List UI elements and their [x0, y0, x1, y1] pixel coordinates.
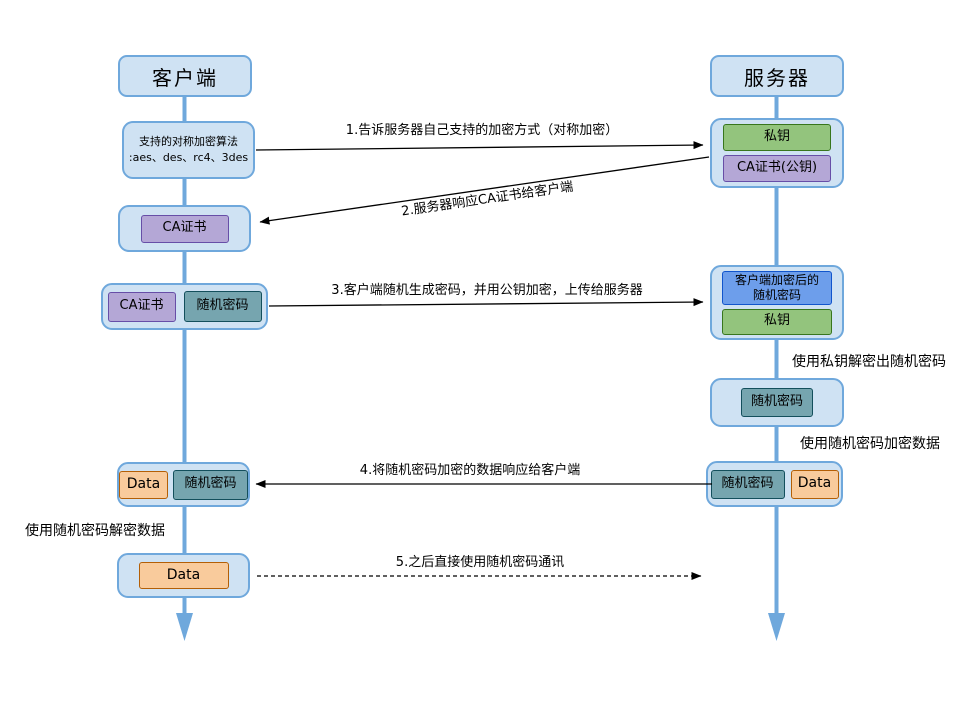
server-send-data-label: Data — [797, 475, 832, 492]
client-data-label: Data — [166, 566, 201, 583]
client-recv-pwd-chip: 随机密码 — [173, 469, 248, 500]
server-send-box: 随机密码 Data — [706, 461, 843, 507]
arrow-step1-label: 1.告诉服务器自己支持的加密方式（对称加密） — [345, 123, 619, 138]
arrow-step3-label: 3.客户端随机生成密码，并用公钥加密，上传给服务器 — [331, 283, 643, 298]
client-recv-data-label: Data — [126, 475, 161, 492]
client-data-chip: Data — [138, 562, 229, 589]
server-send-pwd-chip: 随机密码 — [710, 469, 785, 499]
server-pwd-label: 随机密码 — [750, 394, 803, 410]
arrow-step5-label: 5.之后直接使用随机密码通讯 — [395, 555, 565, 570]
client-ca-box: CA证书 — [118, 205, 251, 252]
client-lifeline-arrowhead-icon — [176, 613, 193, 641]
client-keys-ca-label: CA证书 — [119, 298, 164, 314]
server-ca-pub-label: CA证书(公钥) — [736, 160, 818, 176]
client-header: 客户端 — [118, 55, 252, 97]
client-keys-ca-chip: CA证书 — [107, 291, 176, 322]
server-recv-private-key-label: 私钥 — [763, 313, 790, 329]
server-note-encrypt: 使用随机密码加密数据 — [800, 436, 940, 452]
client-keys-pwd-chip: 随机密码 — [183, 291, 262, 322]
client-recv-data-chip: Data — [119, 470, 168, 499]
server-encrypted-pwd-chip: 客户端加密后的 随机密码 — [722, 270, 832, 305]
server-title: 服务器 — [744, 65, 810, 90]
client-algo-line2: :aes、des、rc4、3des — [128, 151, 249, 164]
client-ca-label: CA证书 — [162, 220, 207, 236]
client-keys-pwd-label: 随机密码 — [196, 298, 249, 314]
server-note-decrypt: 使用私钥解密出随机密码 — [792, 354, 946, 370]
arrow-step1 — [255, 141, 704, 151]
server-recv-private-key-chip: 私钥 — [722, 308, 832, 335]
client-ca-chip: CA证书 — [140, 214, 229, 243]
arrow-step2-label: 2.服务器响应CA证书给客户端 — [400, 179, 575, 220]
server-encrypted-line2: 随机密码 — [752, 287, 801, 302]
client-note-decrypt: 使用随机密码解密数据 — [25, 523, 165, 539]
client-algo-text: 支持的对称加密算法 :aes、des、rc4、3des — [129, 134, 248, 166]
server-lifeline-arrowhead-icon — [768, 613, 785, 641]
server-encrypted-line1: 客户端加密后的 — [734, 272, 819, 287]
arrow-step3 — [268, 298, 704, 307]
server-send-pwd-label: 随机密码 — [721, 475, 774, 491]
server-private-key-label: 私钥 — [763, 129, 790, 145]
server-send-data-chip: Data — [790, 469, 839, 499]
client-algo-box: 支持的对称加密算法 :aes、des、rc4、3des — [122, 121, 255, 179]
server-header: 服务器 — [710, 55, 844, 97]
server-keys-box: 私钥 CA证书(公钥) — [710, 118, 844, 188]
client-recv-pwd-label: 随机密码 — [184, 476, 237, 492]
server-ca-pub-chip: CA证书(公钥) — [723, 155, 831, 182]
client-data-box: Data — [117, 553, 250, 598]
client-recv-box: Data 随机密码 — [117, 462, 250, 507]
server-pwd-box: 随机密码 — [710, 378, 844, 427]
client-keys-box: CA证书 随机密码 — [101, 283, 268, 330]
server-pwd-chip: 随机密码 — [741, 388, 813, 417]
client-title: 客户端 — [152, 65, 218, 90]
server-recv-box: 客户端加密后的 随机密码 私钥 — [710, 265, 844, 340]
client-algo-line1: 支持的对称加密算法 — [138, 135, 238, 149]
arrow-step4-label: 4.将随机密码加密的数据响应给客户端 — [359, 463, 581, 478]
server-private-key-chip: 私钥 — [723, 124, 831, 151]
